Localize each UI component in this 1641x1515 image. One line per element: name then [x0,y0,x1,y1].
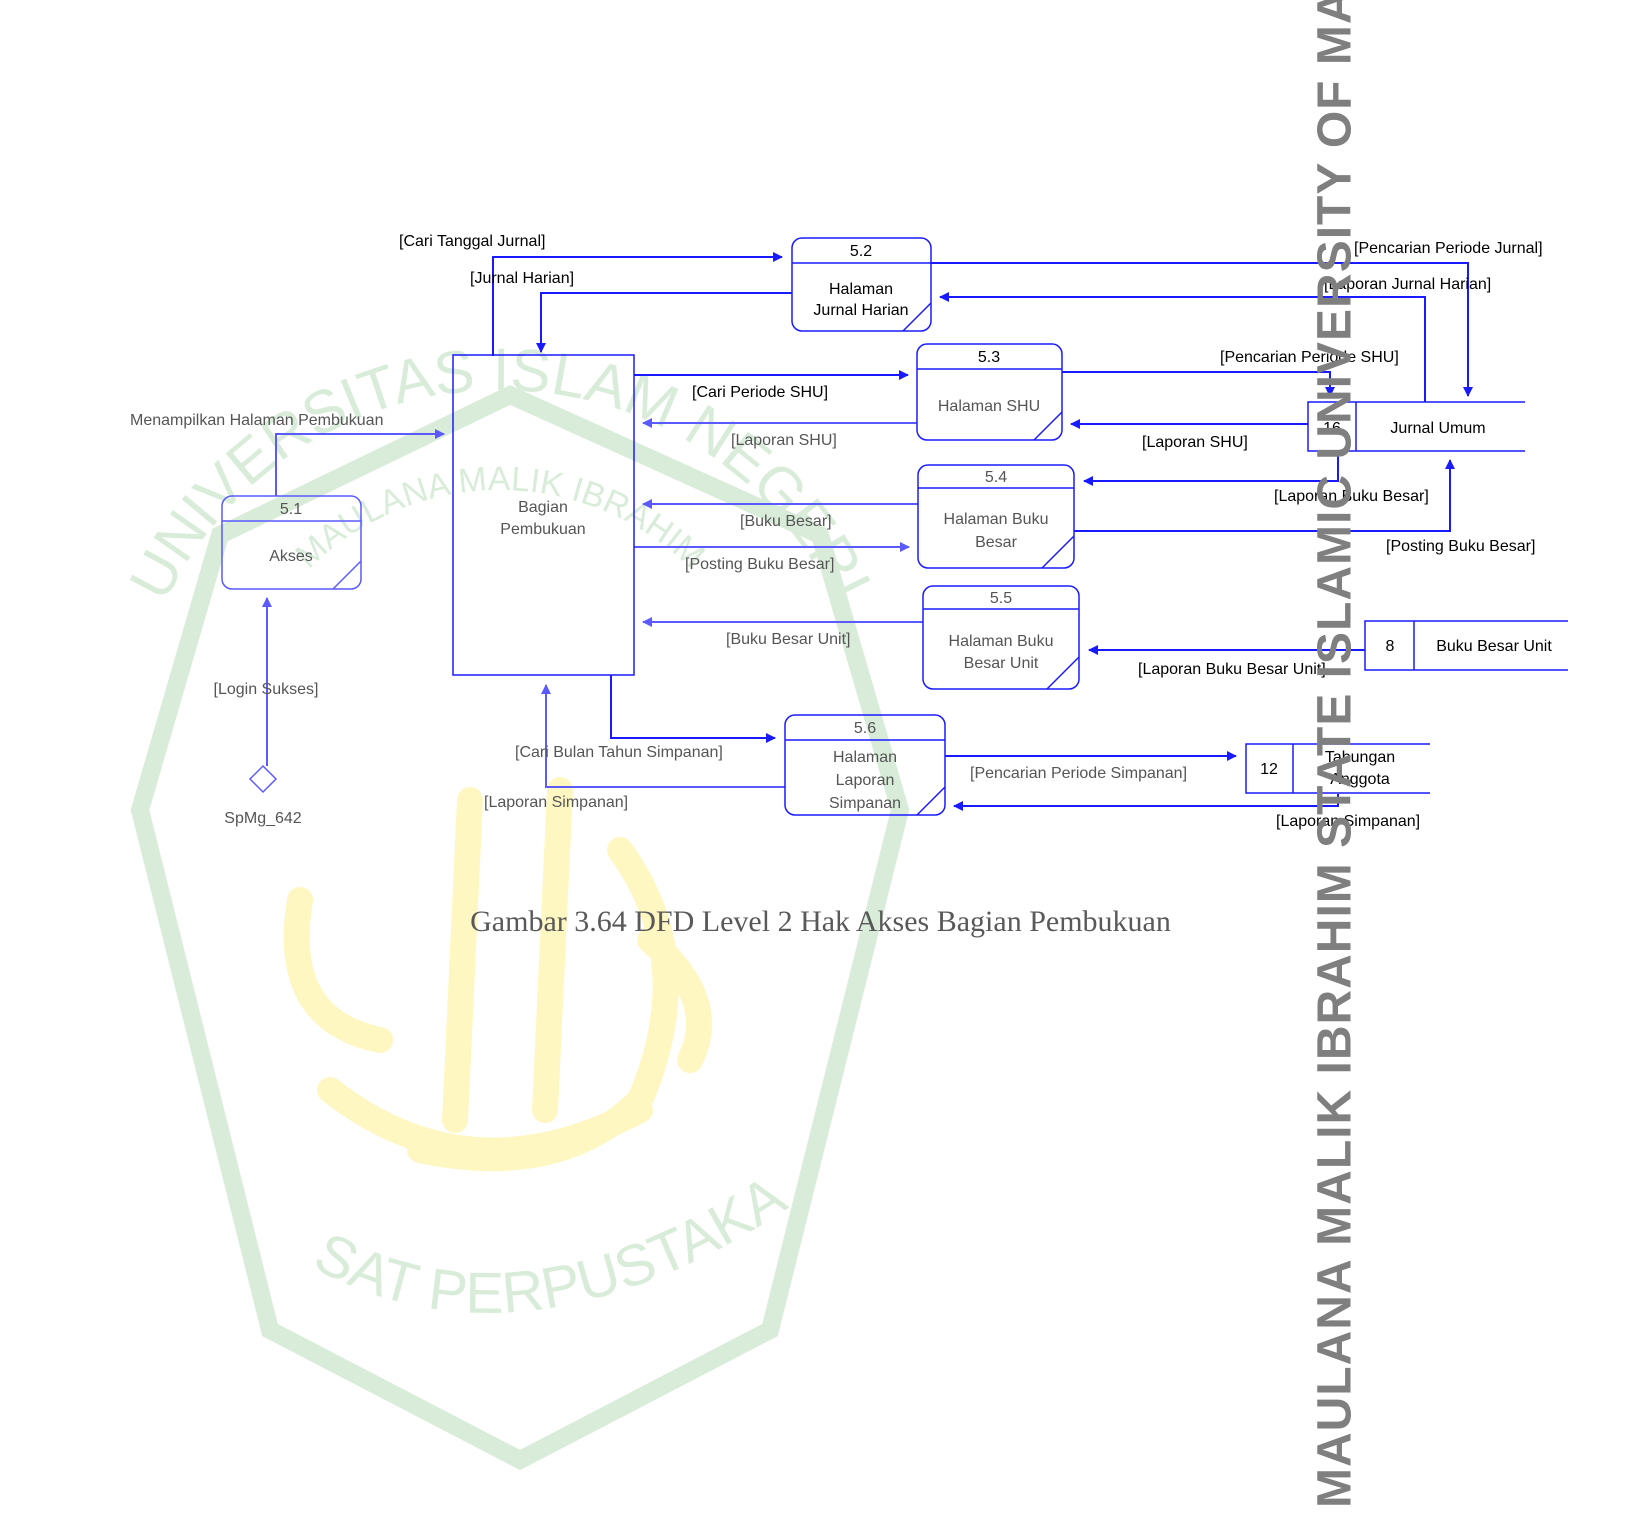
entity-bagian-pembukuan: Bagian Pembukuan [452,354,635,676]
process-label-line1: Halaman [833,749,897,766]
process-label-line1: Halaman Buku [944,511,1049,528]
process-5-2: 5.2 Halaman Jurnal Harian [791,237,932,332]
label-menampilkan: Menampilkan Halaman Pembukuan [130,412,383,429]
start-node-spmg-642: SpMg_642 [224,764,302,827]
process-label-line2: Besar Unit [964,655,1039,672]
label-pencarian-periode-shu: [Pencarian Periode SHU] [1220,349,1399,366]
process-5-3: 5.3 Halaman SHU [916,343,1063,441]
process-number: 5.6 [854,720,876,737]
process-label-line1: Halaman [829,281,893,298]
process-number: 5.2 [850,243,872,260]
flow-laporan-simpanan-right [953,794,1339,811]
flow-pencarian-periode-jurnal [930,262,1473,397]
process-number: 5.4 [985,469,1007,486]
flow-laporan-simpanan-left [541,684,785,788]
flow-cari-tanggal-jurnal [492,252,783,356]
label-login-sukses: [Login Sukses] [214,681,319,698]
datastore-name: Jurnal Umum [1390,420,1485,437]
process-5-1: 5.1 Akses [221,495,362,590]
flow-labels: Menampilkan Halaman Pembukuan [Login Suk… [130,233,1543,830]
label-posting-buku-besar-left: [Posting Buku Besar] [685,556,834,573]
process-5-6: 5.6 Halaman Laporan Simpanan [784,714,946,816]
label-pencarian-periode-simpanan: [Pencarian Periode Simpanan] [970,765,1187,782]
datastore-name-line2: Anggota [1330,771,1390,788]
flow-menampilkan [275,429,445,496]
watermark-side-text: MAULANA MALIK IBRAHIM STATE ISLAMIC UNIV… [1308,0,1362,1508]
label-pencarian-periode-jurnal: [Pencarian Periode Jurnal] [1354,240,1543,257]
datastore-name: Buku Besar Unit [1436,638,1552,655]
process-label-line3: Simpanan [829,795,901,812]
process-number: 5.1 [280,501,302,518]
entity-label-line1: Bagian [518,499,568,516]
flow-lines [262,252,1473,811]
label-buku-besar: [Buku Besar] [740,513,832,530]
entity-label-line2: Pembukuan [500,521,585,538]
process-label-line2: Besar [975,534,1017,551]
label-buku-besar-unit: [Buku Besar Unit] [726,631,851,648]
process-label-line1: Halaman Buku [949,633,1054,650]
label-laporan-shu-right: [Laporan SHU] [1142,434,1248,451]
label-laporan-shu-left: [Laporan SHU] [731,432,837,449]
figure-caption: Gambar 3.64 DFD Level 2 Hak Akses Bagian… [470,905,1171,938]
flow-cari-bulan-tahun-simpanan [610,675,776,743]
label-laporan-simpanan-right: [Laporan Simpanan] [1276,813,1420,830]
label-laporan-buku-besar: [Laporan Buku Besar] [1274,488,1429,505]
datastore-id: 12 [1260,761,1278,778]
start-node-label: SpMg_642 [224,810,301,827]
datastore-name-line1: Tabungan [1325,749,1395,766]
datastore-tabungan-anggota: 12 Tabungan Anggota [1245,743,1430,794]
seal-outline [130,385,910,1471]
datastore-jurnal-umum: 16 Jurnal Umum [1307,401,1525,452]
datastore-id: 8 [1386,638,1395,655]
flow-posting-buku-besar-right [1074,459,1455,532]
process-label: Halaman SHU [938,398,1040,415]
label-laporan-simpanan-left: [Laporan Simpanan] [484,794,628,811]
label-cari-periode-shu: [Cari Periode SHU] [692,384,828,401]
flow-laporan-jurnal-harian [939,292,1426,402]
flow-jurnal-harian [536,292,792,353]
label-posting-buku-besar-right: [Posting Buku Besar] [1386,538,1535,555]
seal-calligraphy [283,777,712,1172]
label-jurnal-harian: [Jurnal Harian] [470,270,574,287]
flow-pencarian-periode-shu [1062,371,1335,397]
label-laporan-jurnal-harian: [Laporan Jurnal Harian] [1324,276,1491,293]
label-cari-bulan-tahun-simpanan: [Cari Bulan Tahun Simpanan] [515,744,723,761]
process-number: 5.5 [990,590,1012,607]
label-cari-tanggal-jurnal: [Cari Tanggal Jurnal] [399,233,545,250]
process-5-5: 5.5 Halaman Buku Besar Unit [922,585,1080,690]
process-number: 5.3 [978,349,1000,366]
flow-laporan-buku-besar [1083,451,1339,486]
datastore-buku-besar-unit: 8 Buku Besar Unit [1364,620,1568,671]
process-label-line2: Laporan [836,772,895,789]
label-laporan-buku-besar-unit: [Laporan Buku Besar Unit] [1138,661,1326,678]
process-5-4: 5.4 Halaman Buku Besar [917,464,1075,569]
datastore-id: 16 [1323,420,1341,437]
process-label-line2: Jurnal Harian [813,302,908,319]
watermark-seal: UNIVERSITAS ISLAM NEGERI MAULANA MALIK I… [0,0,910,1471]
process-label: Akses [269,548,313,565]
